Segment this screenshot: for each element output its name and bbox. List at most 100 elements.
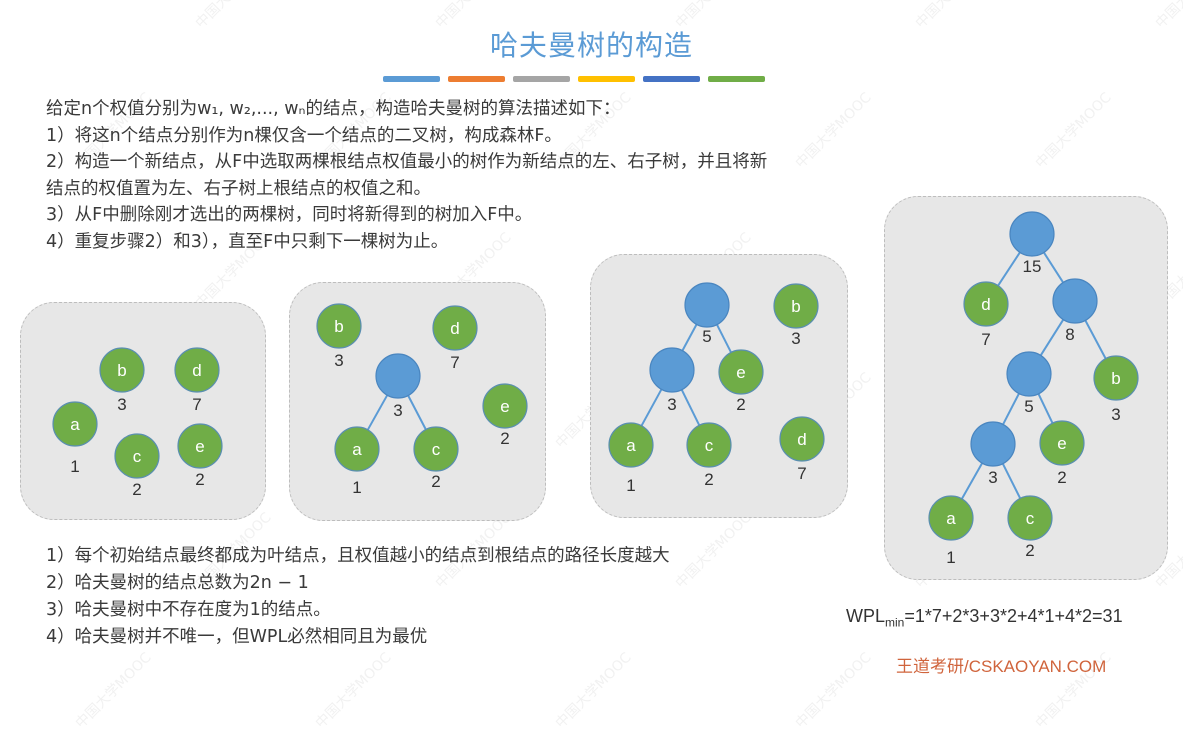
property-3: 3）哈夫曼树中不存在度为1的结点。 [46,600,331,620]
tree-edge [1083,318,1108,361]
node-label: d [192,361,201,380]
node-weight: 1 [352,478,361,497]
leaf-node-b [316,303,362,349]
node-weight: 15 [1023,257,1042,276]
tree-edge [679,387,702,428]
tree-edge [996,250,1022,288]
node-weight: 7 [981,330,990,349]
node-weight: 1 [946,548,955,567]
node-label: c [1026,509,1035,528]
leaf-node-c [686,422,732,468]
node-label: a [946,509,956,528]
internal-node [1009,211,1055,257]
node-label: e [1057,434,1066,453]
leaf-node-e [482,383,528,429]
leaf-node-a [928,495,974,541]
internal-node [649,347,695,393]
internal-node [375,353,421,399]
node-weight: 1 [70,457,79,476]
step-3: 3）从F中删除刚才选出的两棵树，同时将新得到的树加入F中。 [46,205,533,225]
leaf-node-d [174,347,220,393]
node-weight: 8 [1065,325,1074,344]
color-bar-0 [383,76,440,82]
tree-edge [406,393,428,432]
node-label: e [195,437,204,456]
node-label: d [981,295,990,314]
leaf-node-c [413,426,459,472]
page-title: 哈夫曼树的构造 [489,29,693,62]
node-weight: 3 [393,401,402,420]
step-4: 4）重复步骤2）和3），直至F中只剩下一棵树为止。 [46,231,449,252]
color-bars [383,76,765,83]
leaf-node-d [963,281,1009,327]
node-weight: 5 [1024,397,1033,416]
leaf-node-a [334,426,380,472]
node-weight: 2 [1057,468,1066,487]
node-weight: 3 [667,395,676,414]
color-bar-5 [708,76,765,82]
node-weight: 7 [450,353,459,372]
node-weight: 2 [431,472,440,491]
node-weight: 3 [1111,405,1120,424]
node-weight: 1 [626,476,635,495]
node-label: b [334,317,343,336]
internal-node [970,421,1016,467]
node-weight: 2 [1025,541,1034,560]
node-weight: 3 [791,329,800,348]
huffman-properties: 1）每个初始结点最终都成为叶结点，且权值越小的结点到根结点的路径长度越大 2）哈… [46,543,670,651]
tree-edge [365,392,390,433]
node-weight: 7 [192,395,201,414]
tree-edge [1001,461,1022,501]
internal-node [684,282,730,328]
tree-edge [1001,391,1021,427]
node-weight: 2 [500,429,509,448]
node-weight: 5 [702,327,711,346]
node-label: e [500,397,509,416]
tree-edge [960,460,984,502]
node-label: d [450,319,459,338]
node-label: b [1111,369,1120,388]
tree-step-4: 15 d 7 8 5 b 3 3 e 2 a 1 c 2 [928,211,1139,567]
tree-edge [680,322,699,353]
internal-node [1006,351,1052,397]
node-label: c [432,440,441,459]
tree-edge [1041,250,1066,285]
node-label: a [352,440,362,459]
wpl-subscript: min [885,615,905,630]
node-label: b [791,297,800,316]
node-weight: 2 [736,395,745,414]
tree-edge [639,387,664,428]
color-bar-3 [578,76,635,82]
tree-edge [1036,391,1055,426]
leaf-node-a [52,401,98,447]
leaf-node-e [177,423,223,469]
node-label: e [736,363,745,382]
internal-node [1052,278,1098,324]
wpl-label: WPL [846,606,886,626]
step-2: 2）构造一个新结点，从F中选取两棵根结点权值最小的树作为新结点的左、右子树，并且… [46,152,768,172]
leaf-node-a [608,422,654,468]
brand-footer: 王道考研/CSKAOYAN.COM [896,657,1107,676]
tree-edge [715,322,733,355]
leaf-node-b [773,283,819,329]
tree-step-2: b 3 d 7 3 e 2 a 1 c 2 [316,303,528,497]
node-weight: 2 [704,470,713,489]
tree-edge [1038,317,1066,358]
property-4: 4）哈夫曼树并不唯一，但WPL必然相同且为最优 [46,627,428,647]
color-bar-2 [513,76,570,82]
leaf-node-c [114,433,160,479]
color-bar-4 [643,76,700,82]
step-intro: 给定n个权值分别为w₁, w₂,..., wₙ的结点，构造哈夫曼树的算法描述如下… [46,99,621,119]
wpl-formula: WPLmin=1*7+2*3+3*2+4*1+4*2=31 [846,606,1123,630]
property-1: 1）每个初始结点最终都成为叶结点，且权值越小的结点到根结点的路径长度越大 [46,546,670,566]
wpl-expression: =1*7+2*3+3*2+4*1+4*2=31 [904,606,1123,626]
node-weight: 3 [117,395,126,414]
step-1: 1）将这n个结点分别作为n棵仅含一个结点的二叉树，构成森林F。 [46,125,562,146]
leaf-node-c [1007,495,1053,541]
node-weight: 3 [988,468,997,487]
node-weight: 3 [334,351,343,370]
node-label: a [626,436,636,455]
